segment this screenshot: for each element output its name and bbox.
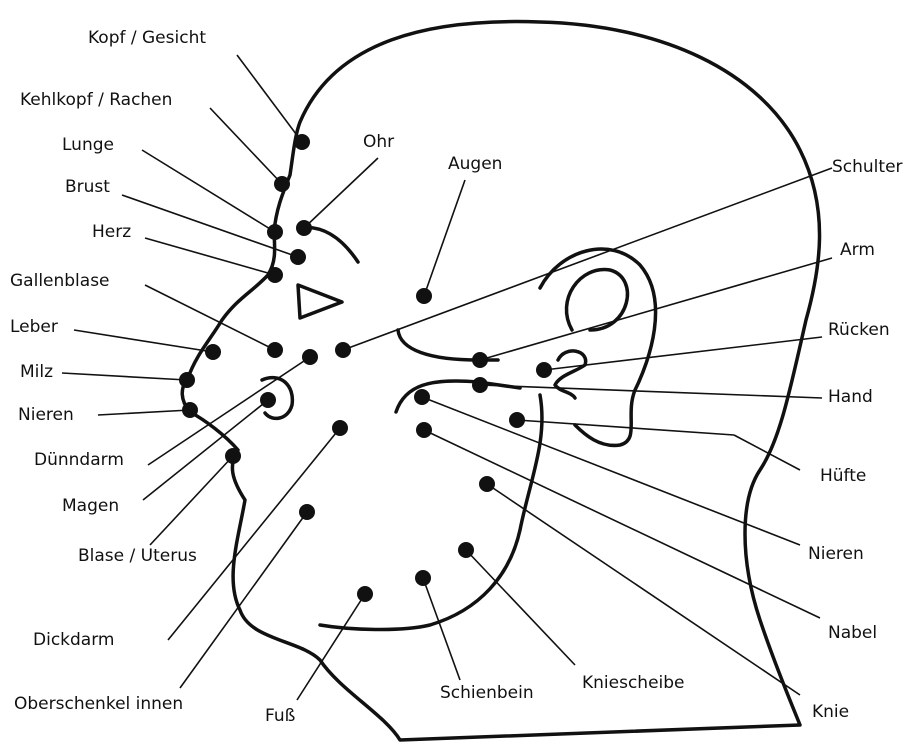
point-schulter <box>335 342 351 358</box>
label-schienbein: Schienbein <box>440 683 534 703</box>
point-hand <box>472 377 488 393</box>
point-kopf-gesicht <box>294 134 310 150</box>
eye-outline <box>298 285 342 318</box>
ear-inner <box>566 270 627 330</box>
point-fuss <box>357 586 373 602</box>
label-lunge: Lunge <box>62 135 114 155</box>
point-augen <box>416 288 432 304</box>
point-kehlkopf-rachen <box>274 176 290 192</box>
label-blase-uterus: Blase / Uterus <box>78 546 197 566</box>
label-nieren-left: Nieren <box>18 405 74 425</box>
point-kniescheibe <box>458 542 474 558</box>
label-huefte: Hüfte <box>820 466 866 486</box>
label-magen: Magen <box>62 496 119 516</box>
reflex-points <box>179 134 552 602</box>
point-huefte <box>509 412 525 428</box>
label-augen: Augen <box>448 154 502 174</box>
point-nabel <box>416 422 432 438</box>
point-knie <box>479 476 495 492</box>
label-knie: Knie <box>812 702 849 722</box>
point-lunge <box>267 224 283 240</box>
label-duenndarm: Dünndarm <box>34 450 124 470</box>
point-dickdarm <box>332 420 348 436</box>
label-leber: Leber <box>10 317 58 337</box>
label-arm: Arm <box>840 240 875 260</box>
point-gallenblase <box>267 342 283 358</box>
ear-lobe <box>555 351 586 398</box>
head-outline <box>182 22 819 740</box>
point-herz <box>267 267 283 283</box>
point-milz <box>179 372 195 388</box>
label-milz: Milz <box>20 362 53 382</box>
label-oberschenkel-innen: Oberschenkel innen <box>14 694 183 714</box>
label-kniescheibe: Kniescheibe <box>582 673 685 693</box>
ear-outer <box>540 249 656 445</box>
label-ruecken: Rücken <box>828 320 890 340</box>
point-duenndarm <box>302 349 318 365</box>
point-ohr <box>296 220 312 236</box>
label-herz: Herz <box>92 222 131 242</box>
label-schulter: Schulter <box>832 157 903 177</box>
label-brust: Brust <box>65 177 110 197</box>
label-kopf-gesicht: Kopf / Gesicht <box>88 28 206 48</box>
label-nieren-right: Nieren <box>808 544 864 564</box>
point-magen <box>260 392 276 408</box>
label-nabel: Nabel <box>828 623 877 643</box>
label-dickdarm: Dickdarm <box>33 630 114 650</box>
point-nieren-right <box>414 389 430 405</box>
label-hand: Hand <box>828 387 873 407</box>
point-schienbein <box>415 570 431 586</box>
point-nieren-left <box>182 402 198 418</box>
point-arm <box>472 352 488 368</box>
label-fuss: Fuß <box>265 706 295 726</box>
point-leber <box>205 344 221 360</box>
point-oberschenkel-innen <box>299 504 315 520</box>
point-brust <box>290 249 306 265</box>
label-gallenblase: Gallenblase <box>10 271 110 291</box>
point-ruecken <box>536 362 552 378</box>
label-ohr: Ohr <box>363 132 394 152</box>
leader-lines <box>62 55 832 700</box>
label-kehlkopf-rachen: Kehlkopf / Rachen <box>20 90 172 110</box>
point-blase-uterus <box>225 448 241 464</box>
